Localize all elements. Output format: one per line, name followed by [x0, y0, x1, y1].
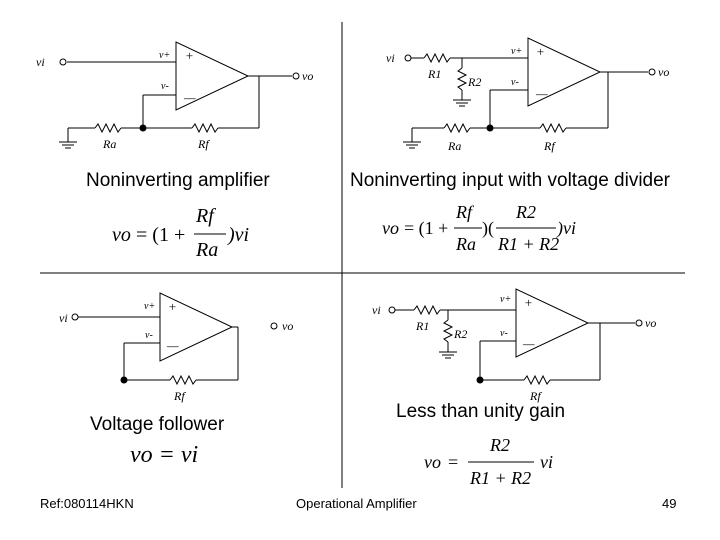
op-amp-symbol: [175, 41, 250, 111]
eq-operator: =: [448, 452, 458, 472]
output-terminal: [270, 322, 278, 330]
output-terminal: [292, 72, 300, 80]
eq-denominator: R1 + R2: [469, 468, 531, 488]
resistor-ra: [94, 122, 122, 134]
svg-text:—: —: [535, 86, 548, 101]
caption-less-than-unity: Less than unity gain: [396, 401, 566, 422]
resistor-r2: [456, 67, 468, 91]
eq-lhs: vo: [424, 452, 441, 472]
label-vi: vi: [372, 303, 381, 317]
svg-text:+: +: [168, 299, 177, 314]
resistor-r1: [413, 304, 441, 316]
voltage-follower-circuit: [71, 292, 278, 386]
eq-numerator-2: R2: [515, 202, 536, 222]
input-terminal: [59, 58, 67, 66]
label-rf: Rf: [197, 137, 210, 151]
equation-noninverting: vo = (1 + Rf Ra )vi: [112, 205, 249, 261]
unity-gain-circuit: [388, 288, 643, 386]
resistor-rf: [191, 122, 219, 134]
eq-operator: = (1 +: [404, 218, 448, 239]
eq-numerator: Rf: [195, 205, 216, 227]
label-vminus: v-: [161, 81, 169, 92]
eq-middle: )(: [482, 218, 494, 239]
label-r2: R2: [467, 75, 481, 89]
caption-noninverting-amplifier: Noninverting amplifier: [86, 170, 270, 191]
label-vi: vi: [59, 311, 68, 325]
input-terminal: [388, 306, 396, 314]
svg-text:+: +: [536, 44, 545, 59]
svg-text:+: +: [185, 48, 194, 63]
footer-title: Operational Amplifier: [296, 496, 417, 511]
label-vplus: v+: [500, 294, 511, 305]
label-r1: R1: [415, 319, 429, 333]
label-rf: Rf: [543, 139, 556, 153]
label-vminus: v-: [500, 328, 508, 339]
label-ra: Ra: [447, 139, 461, 153]
equation-follower: vo = vi: [130, 442, 198, 468]
unity-gain-labels: + — v+ v- vi vo R1 R2 Rf: [372, 294, 656, 403]
label-vminus: v-: [145, 330, 153, 341]
eq-denominator-1: Ra: [455, 234, 476, 254]
voltage-follower-labels: + — v+ v- vi vo Rf: [59, 299, 293, 403]
label-vo: vo: [302, 69, 313, 83]
equation-divider: vo = (1 + Rf Ra )( R2 R1 + R2 )vi: [382, 202, 576, 254]
svg-text:+: +: [524, 295, 533, 310]
caption-voltage-follower: Voltage follower: [90, 414, 225, 435]
resistor-rf: [539, 122, 567, 134]
eq-numerator-1: Rf: [455, 202, 475, 222]
eq-tail: vi: [540, 452, 553, 472]
output-terminal: [648, 68, 656, 76]
label-vo: vo: [658, 65, 669, 79]
voltage-divider-circuit: [402, 37, 656, 149]
svg-text:—: —: [522, 336, 535, 351]
label-ra: Ra: [102, 137, 116, 151]
label-vi: vi: [36, 55, 45, 69]
label-rf: Rf: [173, 389, 186, 403]
eq-numerator: R2: [489, 435, 510, 455]
eq-lhs: vo: [382, 218, 399, 238]
resistor-ra: [443, 122, 471, 134]
resistor-rf: [169, 374, 197, 386]
label-vplus: v+: [144, 301, 155, 312]
op-amp-symbol: [515, 288, 590, 358]
caption-voltage-divider: Noninverting input with voltage divider: [350, 170, 671, 191]
output-terminal: [635, 319, 643, 327]
input-terminal: [404, 54, 412, 62]
eq-text: vo = vi: [130, 442, 198, 468]
resistor-rf: [523, 374, 551, 386]
label-vplus: v+: [511, 46, 522, 57]
label-r2: R2: [453, 327, 467, 341]
label-vminus: v-: [511, 77, 519, 88]
footer-reference: Ref:080114HKN: [40, 496, 134, 511]
eq-denominator: Ra: [195, 239, 218, 261]
page-number: 49: [662, 496, 677, 511]
voltage-divider-labels: + — v+ v- vi vo R1 R2 Ra Rf: [386, 44, 669, 153]
noninverting-amplifier-labels: + — v+ v- vi vo Ra Rf: [36, 48, 313, 151]
noninverting-amplifier-circuit: [58, 41, 300, 149]
label-vi: vi: [386, 51, 395, 65]
eq-denominator-2: R1 + R2: [497, 234, 559, 254]
eq-operator: = (1 +: [136, 224, 185, 246]
svg-text:—: —: [166, 338, 179, 353]
input-terminal: [71, 313, 79, 321]
label-rf: Rf: [529, 389, 542, 403]
label-r1: R1: [427, 67, 441, 81]
label-vplus: v+: [159, 50, 170, 61]
svg-text:—: —: [183, 90, 196, 105]
resistor-r2: [442, 319, 454, 343]
eq-tail: )vi: [556, 218, 576, 239]
op-amp-symbol: [527, 37, 602, 107]
equation-unity: vo = R2 R1 + R2 vi: [424, 435, 553, 488]
eq-lhs: vo: [112, 224, 131, 246]
eq-tail: )vi: [227, 224, 249, 246]
label-vo: vo: [282, 319, 293, 333]
op-amp-symbol: [159, 292, 234, 362]
resistor-r1: [423, 52, 451, 64]
label-vo: vo: [645, 316, 656, 330]
